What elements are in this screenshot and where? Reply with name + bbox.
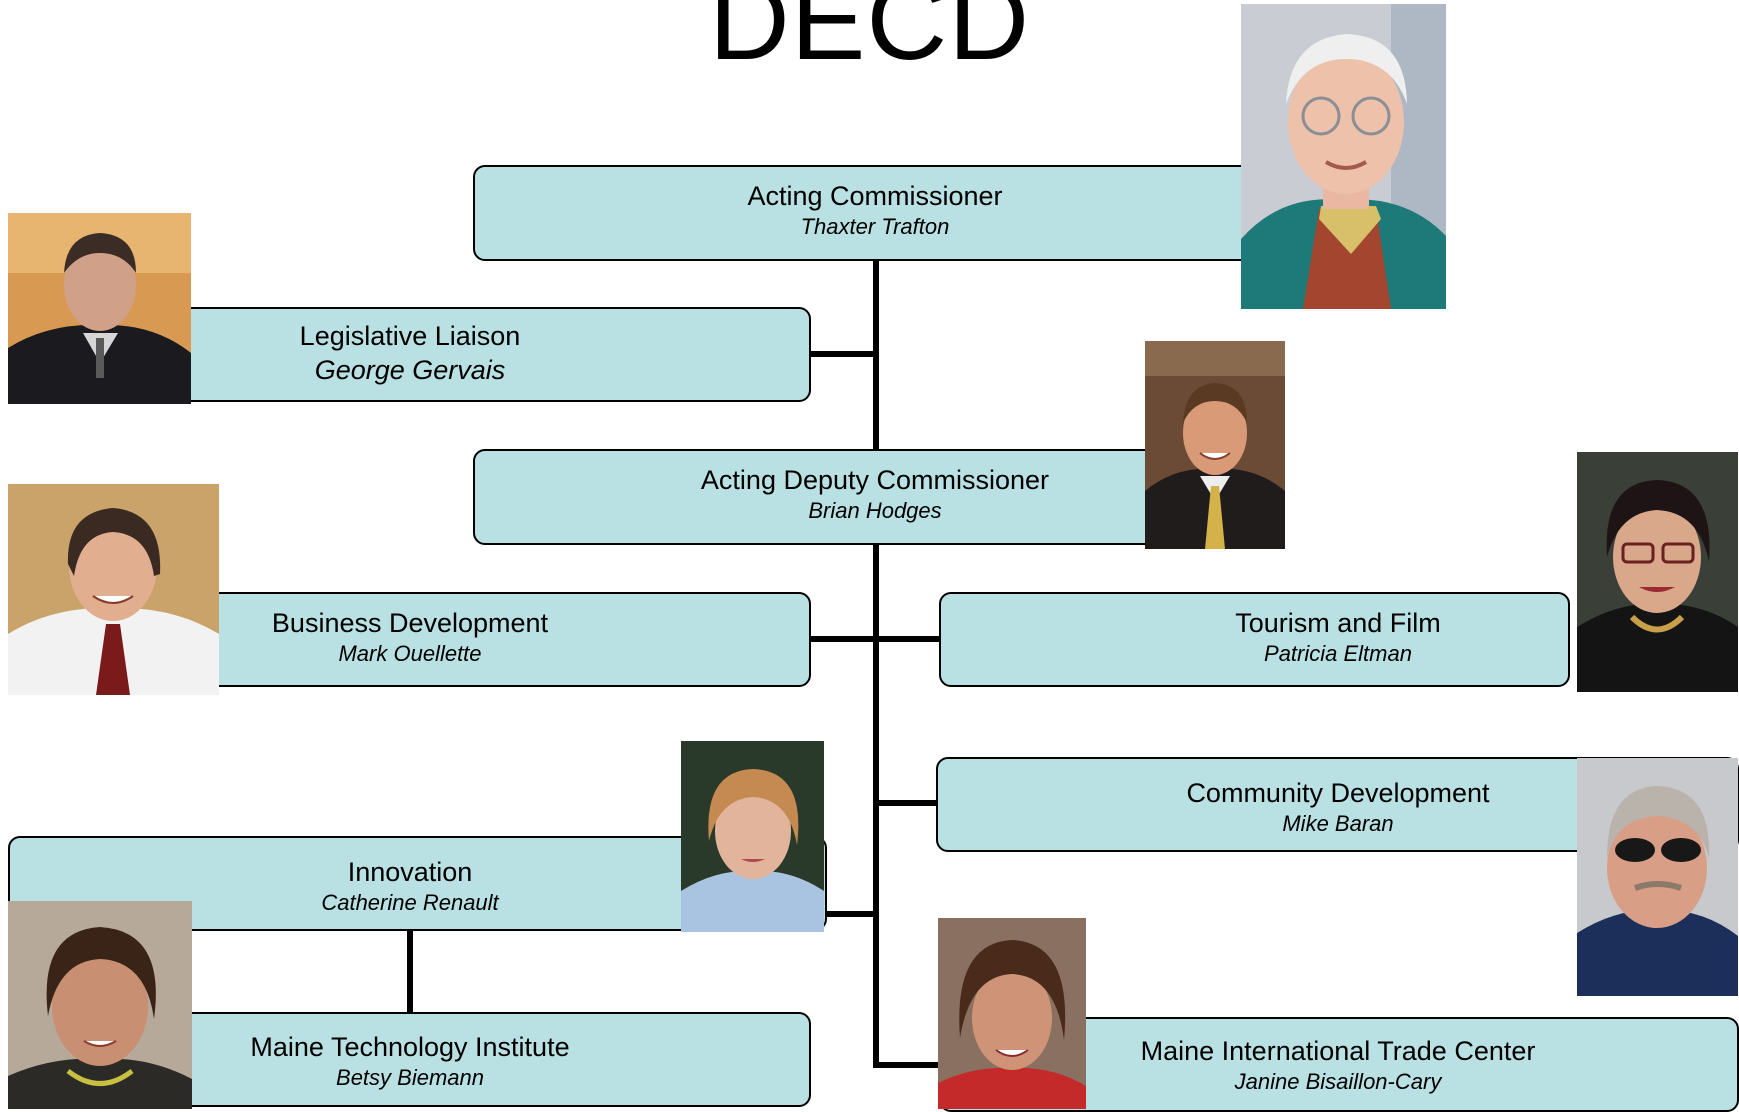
page-title: DECD xyxy=(708,0,1031,83)
role-acting-commissioner: Acting Commissioner xyxy=(747,181,1003,211)
node-business-development xyxy=(180,592,811,687)
photo-patricia-eltman xyxy=(1577,452,1738,692)
photo-catherine-renault xyxy=(681,741,824,932)
node-tourism-and-film xyxy=(939,592,1570,687)
node-tourism-and-film-label: Tourism and Film Patricia Eltman xyxy=(1118,607,1558,669)
person-patricia-eltman: Patricia Eltman xyxy=(1264,641,1412,666)
person-brian-hodges: Brian Hodges xyxy=(808,498,942,523)
photo-george-gervais xyxy=(8,213,191,404)
person-mark-ouellette: Mark Ouellette xyxy=(338,641,482,666)
role-maine-technology-institute: Maine Technology Institute xyxy=(250,1032,570,1062)
photo-mike-baran xyxy=(1577,758,1738,996)
person-betsy-biemann: Betsy Biemann xyxy=(336,1065,484,1090)
person-janine-bisaillon-cary: Janine Bisaillon-Cary xyxy=(1234,1069,1442,1094)
person-catherine-renault: Catherine Renault xyxy=(321,890,499,915)
connector-business xyxy=(808,636,876,642)
photo-janine-bisaillon-cary xyxy=(938,918,1086,1109)
node-acting-deputy-commissioner xyxy=(473,449,1173,545)
connector-tourism xyxy=(876,636,940,642)
photo-thaxter-trafton xyxy=(1241,4,1446,309)
connector-community xyxy=(876,800,938,806)
node-acting-deputy-commissioner-label: Acting Deputy Commissioner Brian Hodges xyxy=(473,464,1277,526)
photo-brian-hodges xyxy=(1145,341,1285,549)
role-acting-deputy-commissioner: Acting Deputy Commissioner xyxy=(700,465,1050,495)
node-maine-technology-institute-label: Maine Technology Institute Betsy Biemann xyxy=(180,1031,640,1093)
person-thaxter-trafton: Thaxter Trafton xyxy=(800,214,950,239)
role-innovation: Innovation xyxy=(347,857,473,887)
role-maine-international-trade-center: Maine International Trade Center xyxy=(1140,1036,1536,1066)
person-george-gervais: George Gervais xyxy=(314,355,506,385)
photo-betsy-biemann xyxy=(8,901,192,1109)
role-tourism-and-film: Tourism and Film xyxy=(1235,608,1441,638)
node-acting-commissioner-label: Acting Commissioner Thaxter Trafton xyxy=(473,180,1277,242)
connector-liaison xyxy=(808,351,876,357)
role-community-development: Community Development xyxy=(1186,778,1490,808)
role-business-development: Business Development xyxy=(271,608,549,638)
node-maine-technology-institute xyxy=(180,1012,811,1107)
role-legislative-liaison: Legislative Liaison xyxy=(299,321,521,351)
node-innovation-label: Innovation Catherine Renault xyxy=(180,856,640,918)
node-legislative-liaison-label: Legislative Liaison George Gervais xyxy=(180,320,640,388)
node-business-development-label: Business Development Mark Ouellette xyxy=(180,607,640,669)
node-acting-commissioner xyxy=(473,165,1255,261)
connector-mti xyxy=(407,929,413,1015)
node-maine-international-trade-center-label: Maine International Trade Center Janine … xyxy=(1098,1035,1578,1097)
connector-trunk xyxy=(873,258,879,1068)
connector-mitc xyxy=(876,1062,940,1068)
node-community-development-label: Community Development Mike Baran xyxy=(1118,777,1558,839)
person-mike-baran: Mike Baran xyxy=(1282,811,1394,836)
photo-mark-ouellette xyxy=(8,484,219,695)
connector-innovation xyxy=(823,911,876,917)
